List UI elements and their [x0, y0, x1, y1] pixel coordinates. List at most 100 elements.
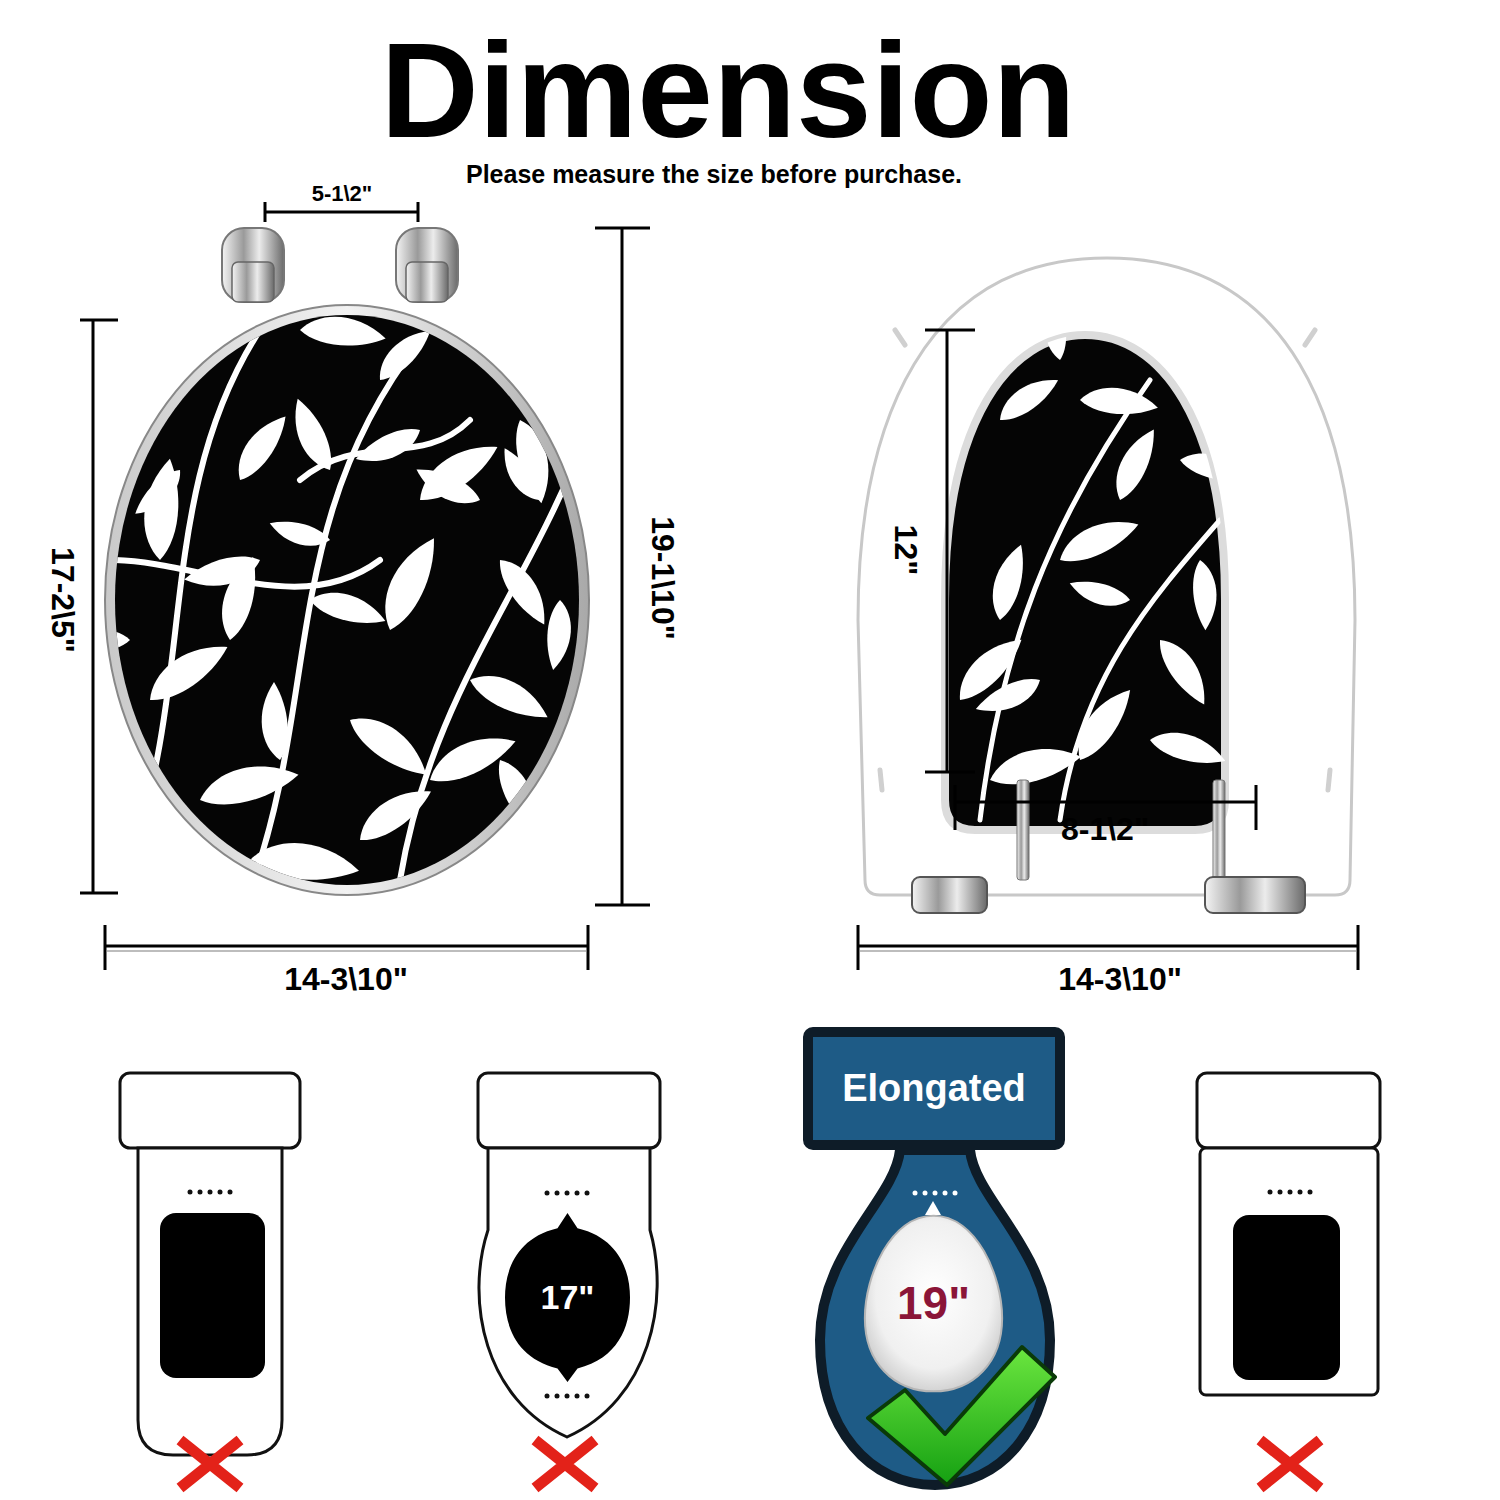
cross-mark	[180, 1440, 1320, 1488]
toilet-seat	[1213, 780, 1225, 880]
hinge	[232, 262, 274, 302]
toilet-lid	[352, 423, 426, 469]
toilet-lid	[196, 759, 302, 810]
square-toilet-icon	[218, 1190, 223, 1195]
toilet-lid	[266, 513, 332, 554]
square-toilet-icon	[1197, 1073, 1380, 1148]
dimension-label: 5-1\2"	[312, 182, 373, 206]
dimension-label: 14-3\10"	[284, 962, 408, 997]
toilet-seat	[895, 330, 905, 345]
type-badge: Elongated	[803, 1027, 1065, 1150]
toilet-seat	[1193, 560, 1216, 630]
dimension-shadow	[860, 950, 1356, 952]
square-toilet-icon	[1233, 1215, 1340, 1380]
toilet-lid	[344, 703, 436, 787]
square-toilet-icon	[1298, 1190, 1303, 1195]
toilet-lid	[400, 450, 580, 880]
toilet-seat	[1205, 877, 1305, 913]
bowl-size-shape-outline	[865, 1216, 1002, 1392]
round-toilet-icon	[555, 1394, 560, 1399]
toilet-seat	[1066, 573, 1132, 614]
toilet-lid	[66, 300, 600, 900]
dimension-line	[80, 202, 1358, 970]
round-toilet-icon	[479, 1148, 657, 1437]
dimension-label: 8-1\2"	[1061, 812, 1149, 847]
elongated-toilet-icon	[943, 1191, 948, 1196]
round-toilet-icon	[575, 1191, 580, 1196]
square-toilet-icon	[1200, 1148, 1378, 1395]
toilet-seat	[1178, 444, 1252, 490]
toilet-seat	[986, 742, 1084, 789]
hinge	[406, 262, 448, 302]
toilet-lid	[541, 599, 576, 672]
square-toilet-icon	[1268, 1190, 1273, 1195]
square-toilet-icon	[198, 1190, 203, 1195]
bowl-size-shape: 19"	[862, 1212, 1005, 1395]
square-toilet-icon	[188, 1190, 193, 1195]
elongated-toilet-icon	[820, 1150, 1050, 1485]
elongated-toilet-icon	[933, 1191, 938, 1196]
square-toilet-icon	[1278, 1190, 1283, 1195]
square-toilet-icon	[120, 1073, 300, 1148]
elongated-toilet-icon	[913, 1191, 918, 1196]
square-toilet-icon	[120, 1073, 300, 1455]
toilet-seat	[1053, 512, 1143, 568]
round-toilet-icon	[565, 1191, 570, 1196]
check-mark	[868, 1347, 1055, 1485]
toilet-lid	[100, 300, 600, 900]
toilet-seat	[1079, 382, 1160, 421]
toilet-lid	[110, 330, 580, 890]
toilet-seat	[983, 540, 1034, 622]
bowl-size-shape: 17"	[505, 1213, 630, 1382]
toilet-seat	[1147, 723, 1229, 774]
square-toilet-icon	[160, 1213, 265, 1378]
dimension-line	[925, 330, 975, 772]
badge-text: Elongated	[842, 1068, 1026, 1110]
round-toilet-icon	[478, 1073, 660, 1148]
toilet-lid	[466, 663, 555, 731]
dimension-shadow	[107, 950, 586, 952]
instruction-note: Please measure the size before purchase.	[466, 161, 962, 189]
toilet-lid	[369, 322, 438, 385]
toilet-lid	[66, 300, 600, 900]
elongated-toilet-icon	[925, 1201, 941, 1215]
bowl-size-shape-outline	[505, 1213, 630, 1382]
size-label: 17"	[541, 1279, 595, 1316]
square-toilet-icon	[1308, 1190, 1313, 1195]
toilet-seat	[1328, 770, 1330, 790]
toilet-lid	[128, 465, 189, 521]
elongated-toilet-icon	[820, 1150, 1050, 1485]
toilet-lid	[248, 835, 362, 890]
toilet-lid	[182, 552, 263, 591]
toilet-lid	[411, 459, 484, 514]
toilet-seat	[880, 770, 882, 790]
round-toilet-icon	[565, 1394, 570, 1399]
dimension-label: 12"	[887, 525, 922, 576]
square-toilet-icon	[1288, 1190, 1293, 1195]
toilet-lid	[447, 843, 529, 894]
toilet-seat	[1017, 780, 1029, 880]
toilet-seat	[1153, 631, 1215, 712]
toilet-seat	[912, 877, 987, 913]
toilet-seat	[1045, 298, 1066, 360]
toilet-seat	[972, 673, 1046, 719]
square-toilet-icon	[208, 1190, 213, 1195]
round-toilet-icon	[575, 1394, 580, 1399]
square-toilet-icon	[1197, 1073, 1380, 1395]
toilet-lid	[369, 530, 449, 635]
toilet-lid	[307, 583, 389, 634]
hinge	[222, 228, 284, 302]
hinge	[222, 228, 458, 302]
dimension-label: 14-3\10"	[1058, 962, 1182, 997]
round-toilet-icon	[545, 1394, 550, 1399]
toilet-seat	[858, 258, 1355, 913]
square-toilet-icon	[138, 1148, 282, 1455]
toilet-seat	[1065, 681, 1142, 765]
elongated-toilet-icon	[923, 1191, 928, 1196]
dimension-shadow	[107, 950, 1356, 952]
toilet-seat	[992, 371, 1065, 426]
page-title: Dimension	[380, 22, 1075, 158]
toilet-seat	[1060, 520, 1220, 820]
